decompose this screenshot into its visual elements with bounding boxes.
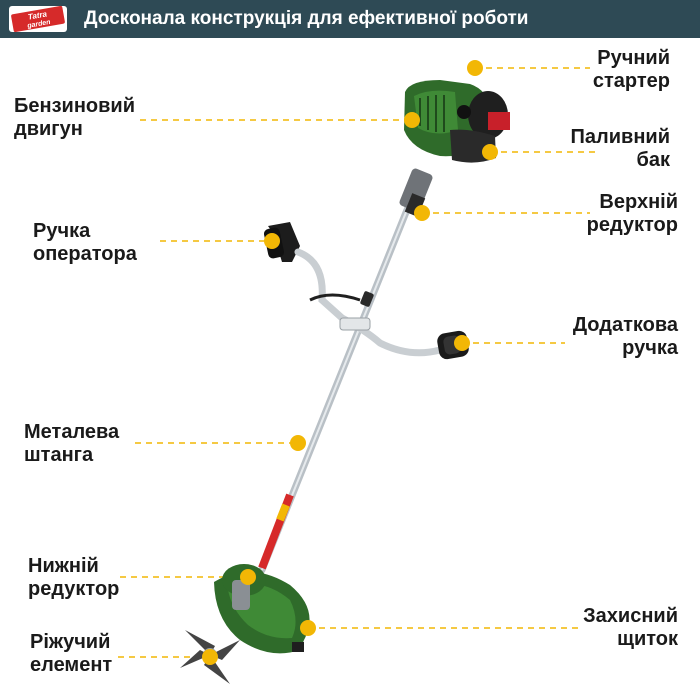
label-cutting-element: Ріжучий елемент (30, 631, 113, 676)
label-manual-starter: Ручний стартер (592, 47, 670, 92)
label-lower-gearbox: Нижній редуктор (28, 555, 120, 600)
marker-dots (202, 60, 498, 665)
label-extra-handle: Додаткова ручка (572, 314, 678, 359)
page-title: Досконала конструкція для ефективної роб… (84, 8, 529, 29)
marker-metal-shaft (290, 435, 306, 451)
marker-manual-starter (467, 60, 483, 76)
label-upper-gearbox: Верхній редуктор (586, 191, 678, 236)
svg-text:Tatra: Tatra (27, 9, 48, 21)
label-gas-engine: Бензиновий двигун (14, 95, 135, 140)
gas-engine (404, 80, 510, 163)
label-guard: Захисний щиток (583, 605, 678, 650)
marker-gas-engine (404, 112, 420, 128)
label-metal-shaft: Металева штанга (24, 421, 120, 466)
marker-fuel-tank (482, 144, 498, 160)
svg-text:garden: garden (26, 19, 51, 30)
label-fuel-tank: Паливний бак (570, 126, 670, 171)
marker-guard (300, 620, 316, 636)
marker-upper-gearbox (414, 205, 430, 221)
tatra-garden-logo: Tatra garden (9, 5, 67, 33)
marker-operator-handle (264, 233, 280, 249)
leader-lines (118, 67, 600, 658)
marker-extra-handle (454, 335, 470, 351)
marker-cutting-element (202, 649, 218, 665)
label-operator-handle: Ручка оператора (33, 220, 137, 265)
operator-handle (263, 222, 444, 357)
marker-lower-gearbox (240, 569, 256, 585)
header-bar: Tatra garden Досконала конструкція для е… (0, 0, 700, 38)
